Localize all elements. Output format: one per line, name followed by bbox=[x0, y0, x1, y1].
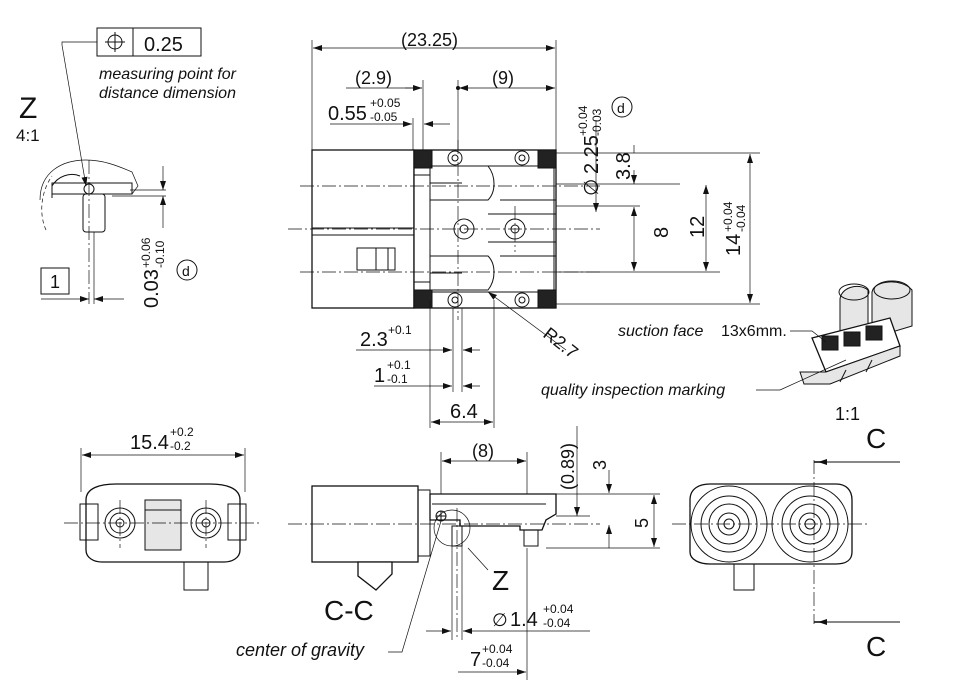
pin-dia-upper: +0.04 bbox=[543, 602, 574, 616]
z-callout: Z bbox=[492, 565, 509, 596]
detail-z-view: 0.25 measuring point for distance dimens… bbox=[16, 27, 237, 308]
dim-hole-dia-prefix: ∅ bbox=[581, 179, 603, 196]
svg-text:-0.10: -0.10 bbox=[153, 240, 167, 268]
svg-text:-0.04: -0.04 bbox=[734, 204, 748, 232]
dim-height-12: 12 bbox=[687, 216, 709, 238]
iso-view: suction face 13x6mm. quality inspection … bbox=[541, 280, 913, 424]
dim-7-lower: -0.04 bbox=[482, 656, 510, 670]
svg-text:+0.04: +0.04 bbox=[576, 105, 590, 136]
dim-7-base: 7 bbox=[470, 649, 481, 671]
datum-box-1-label: 1 bbox=[50, 272, 60, 292]
position-tolerance-frame: 0.25 bbox=[96, 27, 202, 57]
svg-text:3: 3 bbox=[590, 460, 610, 470]
dim-height-3-8: 3.8 bbox=[613, 152, 635, 180]
dim-ref-0-89: (0.89) bbox=[558, 443, 578, 490]
dim-overall: (23.25) bbox=[401, 30, 458, 50]
datum-circle-d-icon: d bbox=[176, 259, 198, 281]
quality-marking-label: quality inspection marking bbox=[541, 382, 725, 399]
center-of-gravity-label: center of gravity bbox=[236, 640, 365, 660]
position-tolerance-symbol-icon bbox=[105, 32, 125, 52]
suction-face-label: suction face bbox=[618, 323, 703, 340]
dim-hole-dia-lower: -0.03 bbox=[590, 108, 604, 136]
detail-z-label: Z bbox=[19, 92, 37, 125]
tolerance-value: 0.25 bbox=[144, 34, 183, 56]
section-marker: C C bbox=[813, 423, 900, 662]
dim-w-1-base: 1 bbox=[374, 365, 385, 387]
dim-right-ref: (9) bbox=[492, 68, 514, 88]
detail-z-dimension: 0.03 +0.06 -0.10 d bbox=[139, 237, 198, 308]
detail-z-dim-base: 0.03 bbox=[141, 269, 163, 308]
dim-w-2-3-upper: +0.1 bbox=[388, 323, 412, 337]
dim-w-1-upper: +0.1 bbox=[387, 358, 411, 372]
front-width-base: 15.4 bbox=[130, 432, 169, 454]
datum-d-top-letter: d bbox=[617, 100, 625, 116]
section-letter-bottom: C bbox=[866, 631, 886, 662]
pin-dia-prefix: ∅ bbox=[492, 610, 508, 630]
svg-text:5: 5 bbox=[632, 518, 652, 528]
dim-height-14-lower: -0.04 bbox=[734, 204, 748, 232]
svg-text:R2.7: R2.7 bbox=[540, 323, 582, 362]
dim-left-ref: (2.9) bbox=[355, 68, 392, 88]
front-view: 15.4 +0.2 -0.2 bbox=[64, 425, 262, 591]
svg-text:-0.03: -0.03 bbox=[590, 108, 604, 136]
svg-text:+0.06: +0.06 bbox=[139, 237, 153, 268]
front-width-upper: +0.2 bbox=[170, 425, 194, 439]
svg-text:(0.89): (0.89) bbox=[558, 443, 578, 490]
svg-text:12: 12 bbox=[687, 216, 709, 238]
datum-circle-d-top-icon: d bbox=[611, 96, 633, 118]
dim-7-upper: +0.04 bbox=[482, 642, 513, 656]
dim-w-6-4: 6.4 bbox=[450, 401, 478, 423]
dim-height-14-base: 14 bbox=[723, 234, 745, 256]
dim-ref-8: (8) bbox=[472, 441, 494, 461]
svg-text:∅: ∅ bbox=[581, 179, 603, 196]
iso-scale: 1:1 bbox=[835, 404, 860, 424]
detail-z-scale: 4:1 bbox=[16, 126, 40, 145]
dim-height-8: 8 bbox=[651, 227, 673, 238]
dim-hole-dia-base: 2.25 bbox=[581, 135, 603, 174]
dim-w-2-3-base: 2.3 bbox=[360, 329, 388, 351]
measuring-point-note-line1: measuring point for bbox=[99, 66, 237, 83]
section-letter-top: C bbox=[866, 423, 886, 454]
measuring-point-note-line2: distance dimension bbox=[99, 85, 236, 102]
dim-3: 3 bbox=[590, 460, 610, 470]
svg-text:+0.04: +0.04 bbox=[721, 201, 735, 232]
svg-text:3.8: 3.8 bbox=[613, 152, 635, 180]
top-view: (23.25) (2.9) (9) 0.55 +0.05 -0.05 bbox=[288, 30, 760, 428]
svg-text:2.25: 2.25 bbox=[581, 135, 603, 174]
detail-z-dim-upper: +0.06 bbox=[139, 237, 153, 268]
datum-d-letter: d bbox=[182, 263, 190, 279]
pin-dia-lower: -0.04 bbox=[543, 616, 571, 630]
front-width-lower: -0.2 bbox=[170, 439, 191, 453]
section-title: C-C bbox=[324, 595, 374, 626]
dim-5: 5 bbox=[632, 518, 652, 528]
dim-offset-upper: +0.05 bbox=[370, 96, 401, 110]
side-view bbox=[672, 483, 870, 591]
dim-hole-dia-upper: +0.04 bbox=[576, 105, 590, 136]
pin-dia-base: 1.4 bbox=[510, 609, 538, 631]
detail-z-dim-lower: -0.10 bbox=[153, 240, 167, 268]
dim-radius: R2.7 bbox=[540, 323, 582, 362]
section-c-c: C-C (8) (0.89) 3 5 Z ∅ bbox=[236, 426, 660, 680]
dim-height-14-upper: +0.04 bbox=[721, 201, 735, 232]
svg-text:8: 8 bbox=[651, 227, 673, 238]
svg-text:0.03: 0.03 bbox=[141, 269, 163, 308]
dim-offset-base: 0.55 bbox=[328, 103, 367, 125]
suction-face-size: 13x6mm. bbox=[721, 323, 787, 340]
dim-offset-lower: -0.05 bbox=[370, 110, 398, 124]
datum-box-1: 1 bbox=[40, 267, 70, 295]
dim-w-1-lower: -0.1 bbox=[387, 372, 408, 386]
svg-text:14: 14 bbox=[723, 234, 745, 256]
